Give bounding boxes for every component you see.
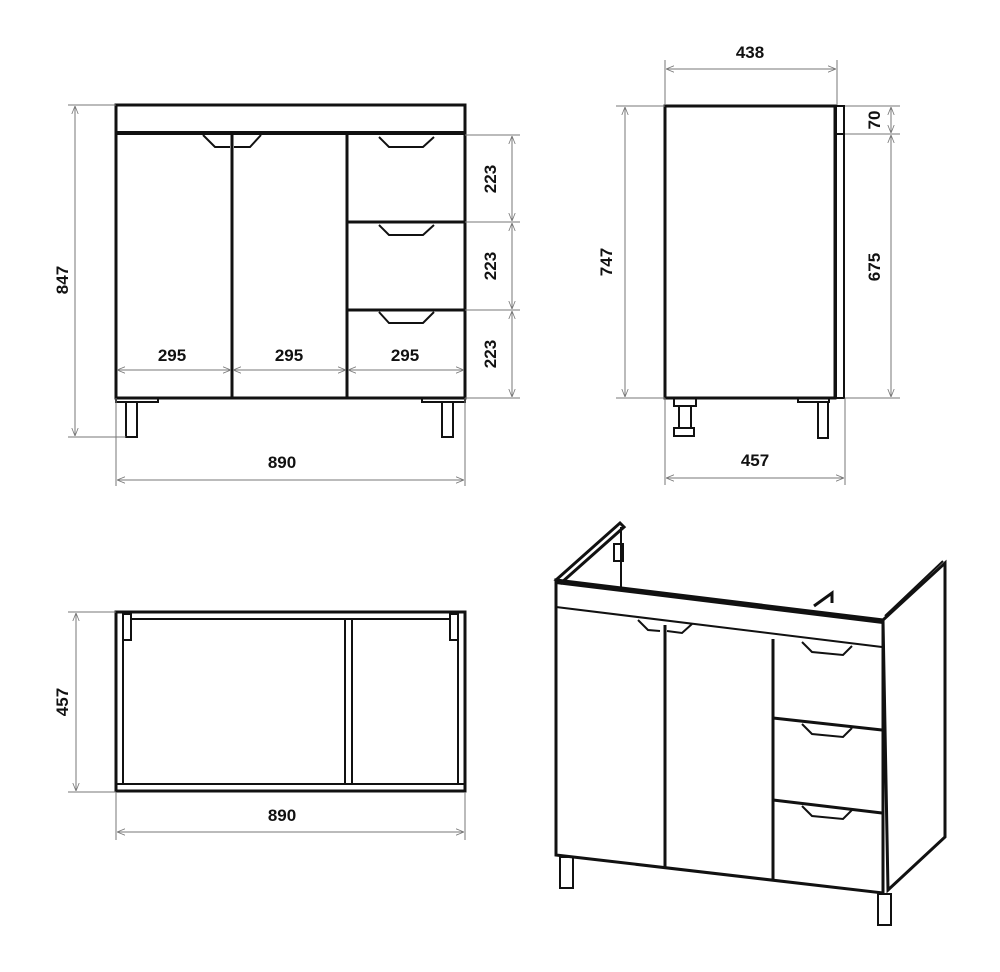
leg — [441, 401, 454, 438]
top-view-depth-label: 457 — [53, 688, 72, 716]
drawer-handle — [378, 311, 435, 324]
section-width-label: 295 — [391, 346, 419, 365]
drawer-height-label: 223 — [481, 252, 500, 280]
drawer-handle — [378, 136, 435, 148]
front-edge — [835, 105, 845, 399]
side-panel — [881, 559, 947, 894]
leg — [817, 401, 829, 439]
drawer-height-label: 223 — [481, 165, 500, 193]
section-width-label: 295 — [275, 346, 303, 365]
top-view: 457 890 — [53, 610, 467, 840]
side-view: 438 747 70 675 457 — [597, 43, 900, 485]
drawer-handle — [378, 224, 435, 236]
leg — [877, 893, 892, 926]
partition — [344, 618, 353, 785]
door-handle — [202, 134, 230, 148]
leg — [559, 856, 574, 889]
top-depth-label: 438 — [736, 43, 764, 62]
height-label: 847 — [53, 266, 72, 294]
total-depth-label: 457 — [741, 451, 769, 470]
isometric-view — [553, 520, 947, 926]
top-view-width-label: 890 — [268, 806, 296, 825]
top-band-height-label: 70 — [865, 111, 884, 130]
leg — [125, 401, 138, 438]
drawer-handle — [801, 641, 853, 657]
drawer-handle — [801, 723, 853, 739]
drawer-handle — [801, 805, 853, 821]
width-label: 890 — [268, 453, 296, 472]
front-height-label: 675 — [865, 253, 884, 281]
wall-bracket — [613, 543, 624, 562]
top-outline — [114, 610, 467, 793]
front-view: 847 295 295 295 223 223 223 890 — [53, 103, 520, 486]
adjustable-foot — [673, 427, 695, 437]
door-handle — [234, 134, 262, 148]
side-panel — [663, 104, 837, 400]
body-height-label: 747 — [597, 248, 616, 276]
section-width-label: 295 — [158, 346, 186, 365]
drawer-height-label: 223 — [481, 340, 500, 368]
cabinet-outline — [114, 103, 467, 400]
